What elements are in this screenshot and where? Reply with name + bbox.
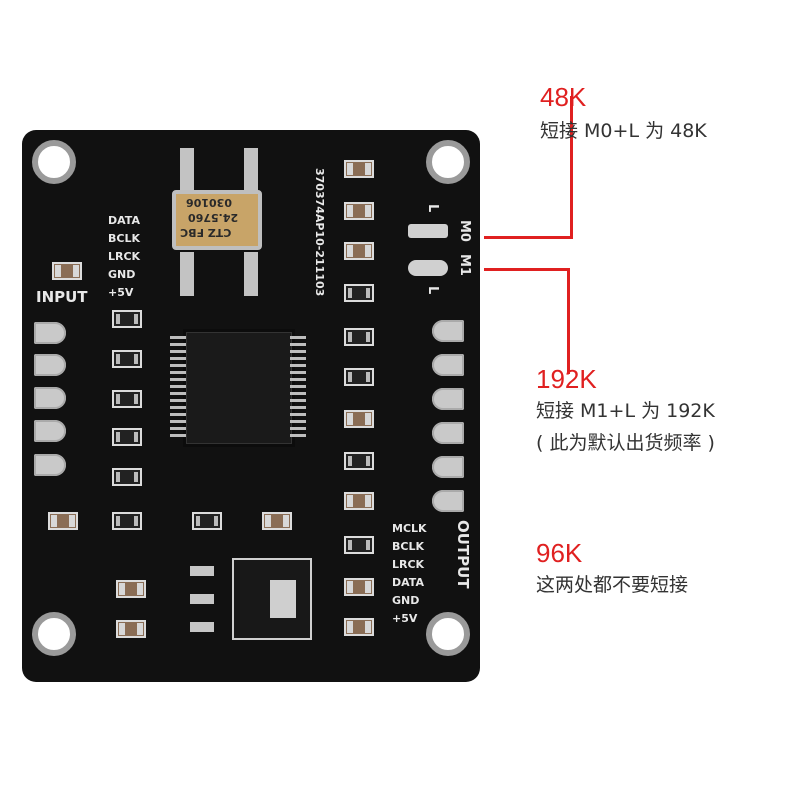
part-number: 370374AP10-211103 [313,168,326,297]
rate-192k-title: 192K [536,364,597,394]
resistor [112,512,142,530]
rate-96k-title: 96K [536,538,583,568]
dac-chip [186,332,292,444]
crystal-lead [244,148,258,192]
ic-pin-strip-right [290,336,306,438]
regulator-pin [190,566,214,576]
crystal-text-3: CTZ FBC [180,226,232,239]
output-pin-label: MCLK [392,522,427,535]
resistor [344,284,374,302]
crystal-lead [180,252,194,296]
rate-48k-note: 短接 M0+L 为 48K [540,120,707,142]
output-pad-lrck [432,388,464,410]
mounting-hole-bottom-left [32,612,76,656]
mounting-hole-top-right [426,140,470,184]
capacitor [116,580,146,598]
input-pin-label: DATA [108,214,140,227]
annotation-line-48k-vertical [570,96,573,238]
capacitor [116,620,146,638]
input-pin-label: GND [108,268,136,281]
resistor [112,468,142,486]
crystal-text-1: 030106 [186,196,232,209]
jumper-pad-m1 [408,260,448,276]
ic-pin-strip-left [170,336,186,438]
jumper-label-l-bottom: L [425,286,440,295]
output-pad-5v [432,490,464,512]
input-pin-label: +5V [108,286,134,299]
input-pad-data [34,322,66,344]
crystal-text-2: 24.5760 [188,211,239,224]
capacitor [48,512,78,530]
output-pad-data [432,422,464,444]
rate-192k-default-note: ( 此为默认出货频率 ) [536,432,715,454]
jumper-label-l-top: L [425,204,440,213]
resistor [112,428,142,446]
input-pin-label: LRCK [108,250,141,263]
rate-48k-title: 48K [540,82,587,112]
resistor [192,512,222,530]
annotation-line-192k-vertical [567,268,570,374]
input-silk-label: INPUT [36,288,88,306]
input-pin-label: BCLK [108,232,140,245]
output-pad-gnd [432,456,464,478]
jumper-label-m0: M0 [457,220,472,242]
jumper-label-m1: M1 [457,254,472,276]
resistor [344,536,374,554]
output-pin-label: GND [392,594,420,607]
resistor [112,310,142,328]
resistor [344,452,374,470]
input-pad-bclk [34,354,66,376]
capacitor [344,410,374,428]
input-pad-5v [34,454,66,476]
output-pin-label: LRCK [392,558,425,571]
output-pin-label: DATA [392,576,424,589]
capacitor [344,618,374,636]
regulator-pin [190,622,214,632]
crystal-oscillator: 030106 24.5760 CTZ FBC [172,190,262,250]
resistor [344,368,374,386]
output-pad-bclk [432,354,464,376]
output-pin-label: +5V [392,612,418,625]
resistor [112,350,142,368]
capacitor [344,202,374,220]
output-silk-label: OUTPUT [454,520,472,589]
annotation-line-192k-horizontal [484,268,570,271]
output-pin-label: BCLK [392,540,424,553]
rate-96k-note: 这两处都不要短接 [536,574,689,596]
annotation-line-48k-horizontal [484,236,573,239]
rate-192k-note: 短接 M1+L 为 192K [536,400,715,422]
capacitor [52,262,82,280]
capacitor [344,242,374,260]
capacitor [344,492,374,510]
resistor [112,390,142,408]
capacitor [262,512,292,530]
regulator-pin [190,594,214,604]
crystal-lead [180,148,194,192]
jumper-pad-m0 [408,224,448,238]
regulator-tab [270,580,296,618]
input-pad-lrck [34,387,66,409]
resistor [344,328,374,346]
crystal-lead [244,252,258,296]
capacitor [344,578,374,596]
input-pad-gnd [34,420,66,442]
mounting-hole-bottom-right [426,612,470,656]
capacitor [344,160,374,178]
output-pad-mclk [432,320,464,342]
mounting-hole-top-left [32,140,76,184]
